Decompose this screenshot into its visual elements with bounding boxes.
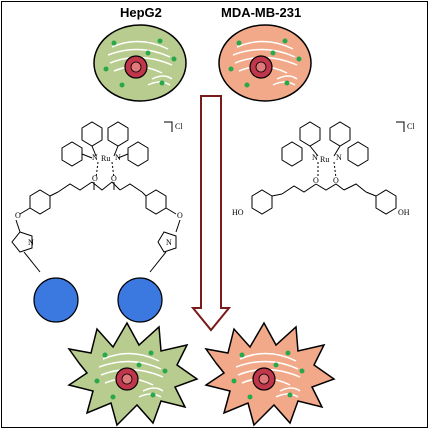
svg-text:N: N bbox=[115, 153, 121, 162]
svg-text:O: O bbox=[111, 174, 117, 183]
svg-text:N: N bbox=[166, 238, 172, 247]
down-arrow-icon bbox=[190, 95, 232, 332]
hepg2-label: HepG2 bbox=[120, 5, 162, 20]
damaged-mda-mb-231-cell bbox=[204, 321, 336, 427]
svg-text:HO: HO bbox=[232, 208, 244, 217]
svg-text:Cl: Cl bbox=[175, 122, 183, 131]
mda-mb-231-label: MDA-MB-231 bbox=[221, 5, 302, 20]
right-ru-complex bbox=[251, 121, 405, 215]
hepg2-cell bbox=[93, 24, 187, 102]
left-ru-complex bbox=[11, 121, 181, 273]
svg-text:Ru: Ru bbox=[320, 155, 329, 164]
right-complex-labels: N Ru N O O Cl HO OH bbox=[232, 122, 415, 217]
mda-mb-231-cell bbox=[218, 24, 312, 102]
svg-text:N: N bbox=[336, 153, 342, 162]
svg-text:O: O bbox=[313, 176, 319, 185]
svg-text:O: O bbox=[92, 174, 98, 183]
svg-text:Cl: Cl bbox=[407, 122, 415, 131]
svg-text:Ru: Ru bbox=[101, 154, 110, 163]
svg-text:N: N bbox=[28, 238, 34, 247]
svg-text:O: O bbox=[15, 211, 21, 220]
svg-text:O: O bbox=[177, 211, 183, 220]
svg-text:OH: OH bbox=[398, 208, 410, 217]
svg-text:N: N bbox=[312, 153, 318, 162]
nanoparticle-left bbox=[33, 277, 79, 323]
svg-text:N: N bbox=[92, 153, 98, 162]
svg-text:O: O bbox=[333, 176, 339, 185]
left-complex-labels: N Ru N O O Cl O O N N bbox=[15, 122, 183, 247]
damaged-hepg2-cell bbox=[67, 321, 199, 427]
nanoparticle-right bbox=[117, 277, 163, 323]
